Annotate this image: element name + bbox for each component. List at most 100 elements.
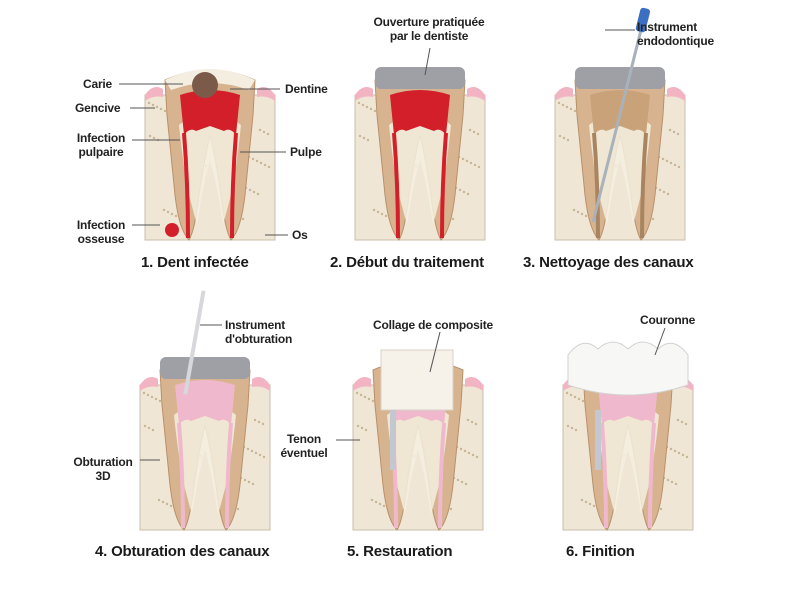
- bone-speck: [662, 190, 666, 194]
- bone-speck: [356, 424, 360, 428]
- bone-speck: [236, 507, 240, 511]
- bone-speck: [588, 502, 592, 506]
- root-canal-left: [177, 422, 185, 529]
- bone-speck: [576, 210, 580, 214]
- bone-speck: [243, 478, 247, 482]
- bone-speck: [372, 208, 376, 212]
- bone-speck: [254, 451, 258, 455]
- bone-speck: [565, 105, 569, 109]
- label-instrument-obturation: Instrument d'obturation: [225, 318, 293, 346]
- inner-dentin-layer: [387, 402, 449, 515]
- leader-couronne: [654, 327, 666, 356]
- bone-speck: [584, 214, 588, 218]
- inner-dentin-layer: [597, 402, 659, 515]
- gum-left: [555, 87, 573, 101]
- bone-speck: [148, 134, 152, 138]
- bone-speck: [362, 136, 366, 140]
- label-instrument-endodontique: Instrument endodontique: [637, 20, 714, 48]
- label-gencive: Gencive: [75, 101, 121, 115]
- bone-speck: [592, 504, 596, 508]
- bone-speck: [364, 428, 368, 432]
- inner-dentin-layer: [589, 112, 651, 225]
- bone-speck: [253, 418, 257, 422]
- caption-step-6: 6. Finition: [566, 543, 635, 560]
- pulp-chamber: [390, 90, 450, 135]
- bone-speck: [471, 453, 475, 457]
- bone-speck: [170, 212, 174, 216]
- access-opening: [575, 67, 665, 89]
- bone-speck: [366, 138, 370, 142]
- bone-speck: [355, 391, 359, 395]
- bone-speck: [361, 103, 365, 107]
- bone-speck: [152, 136, 156, 140]
- bone-speck: [247, 480, 251, 484]
- bone-speck: [573, 109, 577, 113]
- bone-speck: [672, 130, 676, 134]
- bone-speck: [473, 163, 477, 167]
- bone-speck: [474, 422, 478, 426]
- bone-speck: [456, 478, 460, 482]
- root-canal-right: [640, 132, 648, 239]
- bone-speck: [161, 500, 165, 504]
- caption-step-1: 1. Dent infectée: [141, 254, 249, 271]
- caption-step-5: 5. Restauration: [347, 543, 453, 560]
- bone-speck: [241, 217, 245, 221]
- bone-speck: [258, 128, 262, 132]
- crown: [567, 341, 689, 396]
- bone-speck: [256, 192, 260, 196]
- bone-speck: [371, 399, 375, 403]
- bone-speck: [142, 391, 146, 395]
- bone-speck: [561, 103, 565, 107]
- composite-build-up: [380, 349, 454, 411]
- bone-speck: [467, 451, 471, 455]
- bone-speck: [569, 393, 573, 397]
- gum-left: [145, 87, 163, 101]
- root-canal-right: [225, 422, 233, 529]
- bone-speck: [146, 393, 150, 397]
- bone-speck: [570, 426, 574, 430]
- caption-step-3: 3. Nettoyage des canaux: [523, 254, 694, 271]
- bone-speck: [143, 424, 147, 428]
- bone-speck: [581, 399, 585, 403]
- bone-speck: [472, 130, 476, 134]
- bone-speck: [154, 397, 158, 401]
- obturation-instrument: [183, 290, 206, 395]
- bone-speck: [677, 451, 681, 455]
- bone-speck: [670, 480, 674, 484]
- endodontic-file-handle: [635, 7, 651, 33]
- gum-right: [667, 87, 685, 101]
- bone-speck: [365, 105, 369, 109]
- bone-speck: [449, 507, 453, 511]
- bone-speck: [584, 500, 588, 504]
- bone-speck: [462, 190, 466, 194]
- access-opening: [160, 357, 250, 379]
- gum-left: [140, 377, 158, 391]
- bone-speck: [267, 165, 271, 169]
- bone-speck: [376, 210, 380, 214]
- bone-speck: [665, 159, 669, 163]
- bone-speck: [384, 214, 388, 218]
- bone-speck: [580, 212, 584, 216]
- label-collage-composite: Collage de composite: [373, 318, 494, 332]
- bone-speck: [677, 165, 681, 169]
- bone-speck: [557, 101, 561, 105]
- bone-speck: [261, 422, 265, 426]
- bone-speck: [360, 426, 364, 430]
- bone-speck: [257, 420, 261, 424]
- bone-speck: [252, 190, 256, 194]
- tooth-panel-5: [352, 349, 484, 531]
- bone-speck: [651, 217, 655, 221]
- bone-speck: [158, 399, 162, 403]
- root-canal-left: [600, 422, 608, 529]
- caries: [192, 72, 218, 98]
- root-canal-left: [392, 132, 400, 239]
- bone-speck: [262, 455, 266, 459]
- bone-speck: [573, 395, 577, 399]
- bone-speck: [681, 453, 685, 457]
- bone-speck: [259, 161, 263, 165]
- bone-speck: [250, 449, 254, 453]
- label-os: Os: [292, 228, 308, 242]
- bone-speck: [174, 214, 178, 218]
- bone-speck: [566, 424, 570, 428]
